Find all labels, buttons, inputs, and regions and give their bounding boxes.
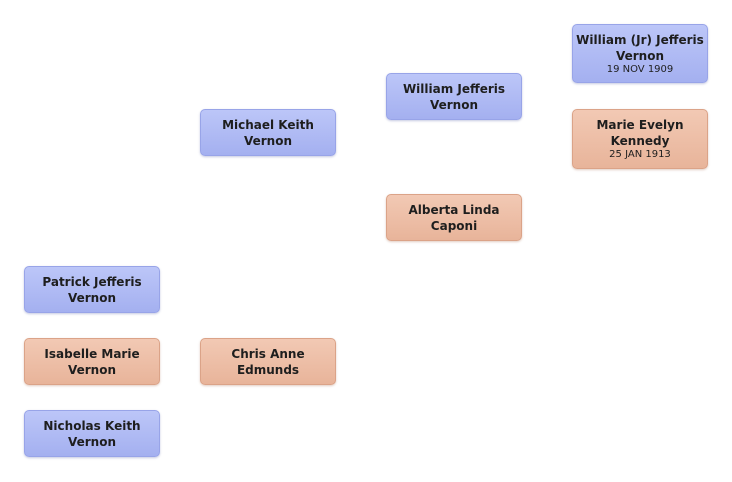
person-name: Isabelle Marie Vernon: [44, 346, 140, 377]
person-name: Nicholas Keith Vernon: [43, 418, 141, 449]
person-name: William Jefferis Vernon: [402, 81, 506, 112]
person-card-chris-anne-edmunds[interactable]: Chris Anne Edmunds: [200, 338, 336, 385]
person-name: William (Jr) Jefferis Vernon: [576, 32, 704, 63]
person-card-patrick-jefferis-vernon[interactable]: Patrick Jefferis Vernon: [24, 266, 160, 313]
person-card-alberta-linda-caponi[interactable]: Alberta Linda Caponi: [386, 194, 522, 241]
person-card-isabelle-marie-vernon[interactable]: Isabelle Marie Vernon: [24, 338, 160, 385]
person-card-william-jr-jefferis-vernon[interactable]: William (Jr) Jefferis Vernon 19 NOV 1909: [572, 24, 708, 83]
person-name: Patrick Jefferis Vernon: [42, 274, 142, 305]
person-name: Michael Keith Vernon: [222, 117, 314, 148]
person-card-marie-evelyn-kennedy[interactable]: Marie Evelyn Kennedy 25 JAN 1913: [572, 109, 708, 169]
person-name: Marie Evelyn Kennedy: [596, 118, 684, 148]
person-card-william-jefferis-vernon[interactable]: William Jefferis Vernon: [386, 73, 522, 120]
person-birth-date: 19 NOV 1909: [606, 63, 674, 75]
person-name: Alberta Linda Caponi: [408, 202, 500, 233]
person-name: Chris Anne Edmunds: [231, 346, 305, 377]
person-birth-date: 25 JAN 1913: [609, 149, 671, 160]
person-card-nicholas-keith-vernon[interactable]: Nicholas Keith Vernon: [24, 410, 160, 457]
person-card-michael-keith-vernon[interactable]: Michael Keith Vernon: [200, 109, 336, 156]
